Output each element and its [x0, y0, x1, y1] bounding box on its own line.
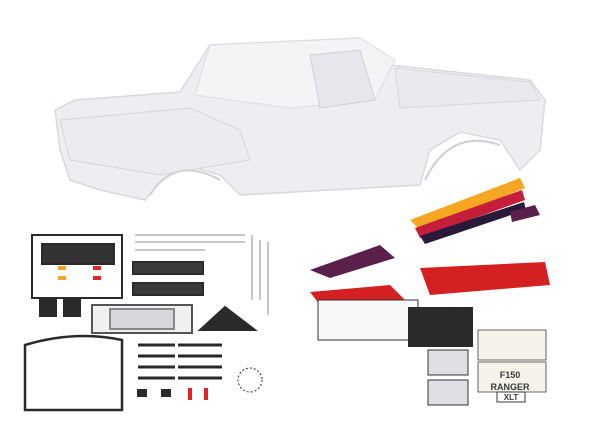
- tailgate-model-text: F150: [500, 370, 521, 380]
- accessory-parts: [23, 234, 269, 412]
- tailgate-badge-text: XLT: [504, 393, 519, 402]
- decal-sheets: F150 RANGER XLT: [310, 178, 550, 406]
- clear-truck-body: [54, 37, 546, 201]
- tailgate-trim-text: RANGER: [490, 382, 530, 392]
